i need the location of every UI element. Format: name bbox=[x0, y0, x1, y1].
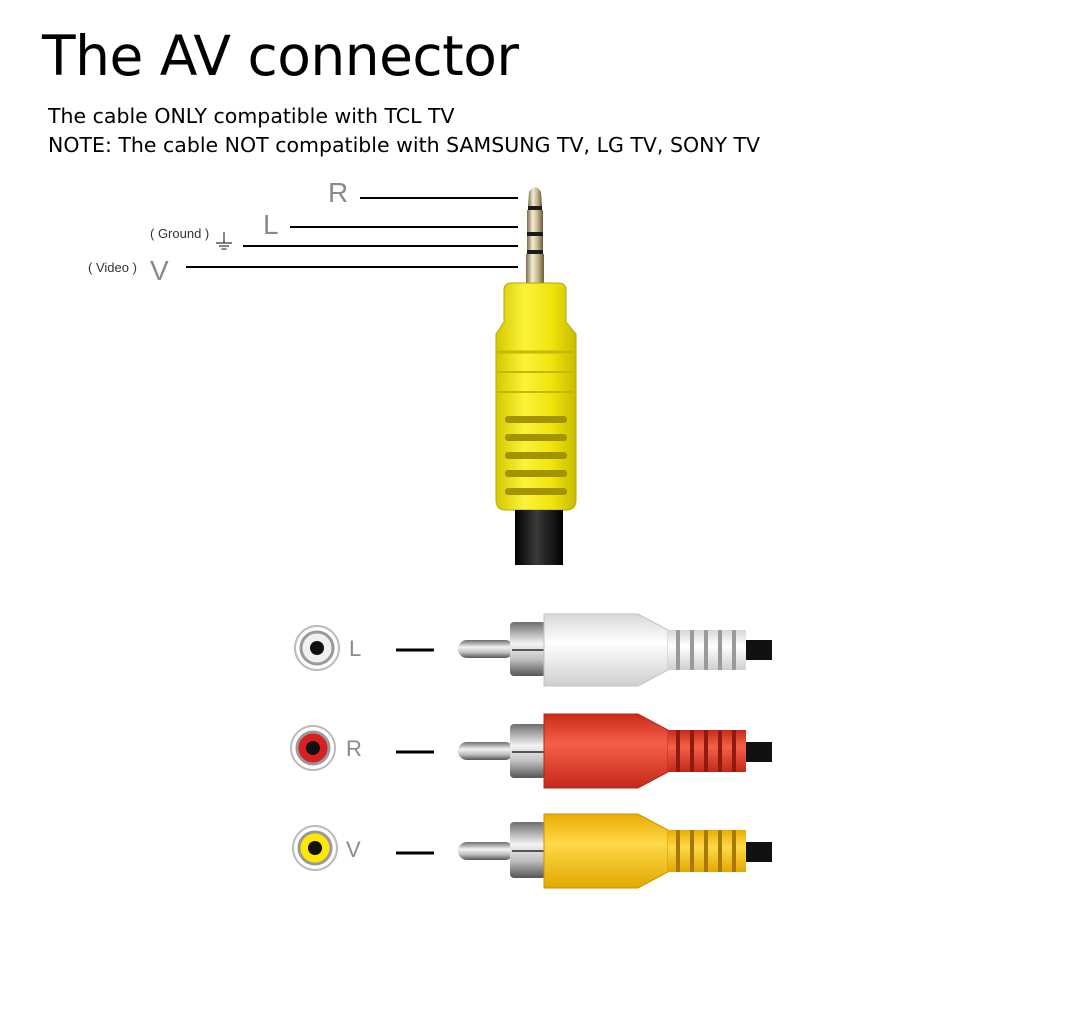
video-note: ( Video ) bbox=[88, 260, 137, 275]
pin-v-label: V bbox=[150, 255, 169, 286]
ground-icon bbox=[216, 232, 232, 250]
compatibility-note: The cable ONLY compatible with TCL TV bbox=[48, 104, 455, 128]
yellow-plug-body bbox=[495, 282, 577, 511]
rca-plug-white: L bbox=[294, 613, 772, 687]
trrs-jack-tip bbox=[526, 187, 544, 284]
rca-plug-red: R bbox=[290, 713, 772, 789]
rca-red-label: R bbox=[346, 736, 362, 761]
pin-r-label: R bbox=[328, 177, 348, 208]
rca-yellow-label: V bbox=[346, 837, 361, 862]
jack-cable bbox=[515, 510, 563, 565]
rca-plug-yellow: V bbox=[292, 813, 772, 889]
incompatibility-note: NOTE: The cable NOT compatible with SAMS… bbox=[48, 133, 761, 157]
rca-white-label: L bbox=[349, 636, 361, 661]
page-title: The AV connector bbox=[42, 24, 519, 88]
ground-note: ( Ground ) bbox=[150, 226, 209, 241]
pin-l-label: L bbox=[263, 209, 279, 240]
